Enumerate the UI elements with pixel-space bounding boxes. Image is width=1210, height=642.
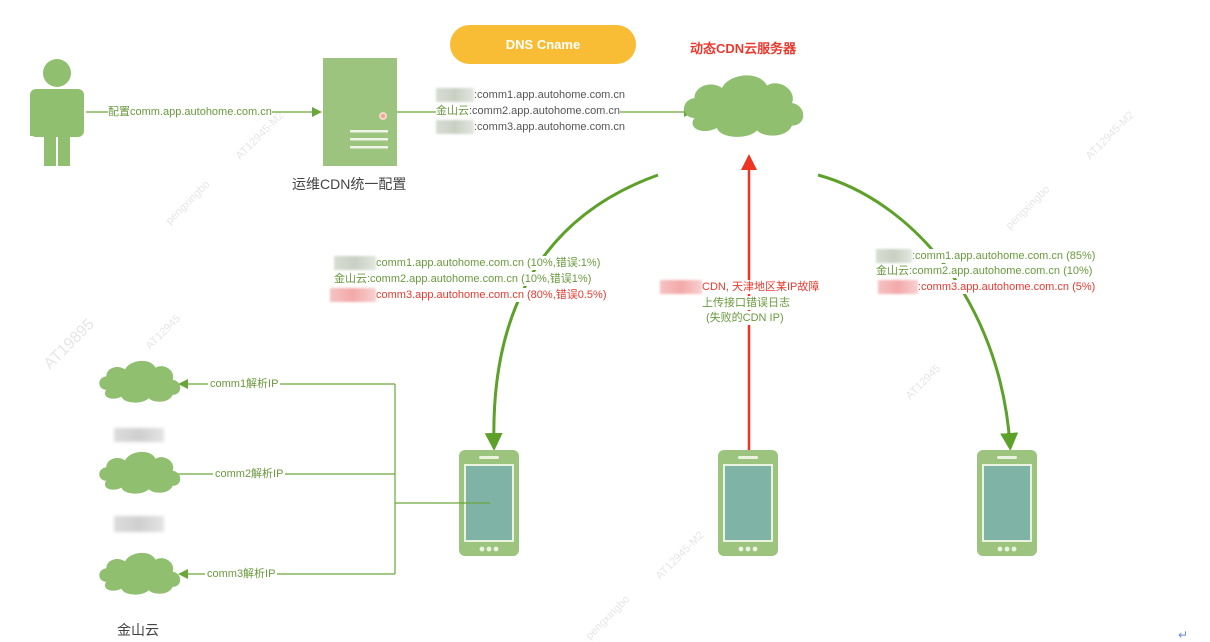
svg-text:AT19895: AT19895 xyxy=(41,316,98,373)
stat-item: xxcomm3.app.autohome.com.cn (80%,错误0.5%) xyxy=(330,288,607,302)
stat-item: 金山云:comm2.app.autohome.com.cn (10%,错误1%) xyxy=(334,272,592,286)
resolve-label-2: comm2解析IP xyxy=(213,467,286,481)
svg-text:AT12945-M2: AT12945-M2 xyxy=(1084,109,1137,162)
svg-text:pengxingbo: pengxingbo xyxy=(1004,183,1053,232)
phone-right-icon xyxy=(977,450,1037,556)
stat-item: xx:comm3.app.autohome.com.cn (5%) xyxy=(878,280,1096,294)
dns-cname-badge: DNS Cname xyxy=(450,25,636,64)
right-curved-arrow xyxy=(817,173,1019,451)
redacted-provider: xx xyxy=(876,249,912,263)
cloud-provider-1-icon xyxy=(99,360,181,403)
cname-mapping-item: 金山云:comm2.app.autohome.com.cn xyxy=(436,104,621,118)
cname-mapping-item: xx:comm3.app.autohome.com.cn xyxy=(436,120,626,134)
report-line-2: 上传接口错误日志 xyxy=(702,296,790,310)
svg-text:AT12945-M2: AT12945-M2 xyxy=(654,529,707,582)
report-line-1: xxCDN, 天津地区某IP故障 xyxy=(660,280,820,294)
resolve-label-1: comm1解析IP xyxy=(208,377,281,391)
stat-item: xxcomm1.app.autohome.com.cn (10%,错误:1%) xyxy=(334,256,601,270)
stat-item: xx:comm1.app.autohome.com.cn (85%) xyxy=(876,249,1096,263)
left-curved-arrow xyxy=(484,173,659,451)
redacted-provider: xx xyxy=(436,120,474,134)
provider-label-jinshan: 金山云 xyxy=(117,622,159,638)
svg-text:pengxingbo: pengxingbo xyxy=(164,178,213,227)
cdn-cloud-icon xyxy=(684,75,804,137)
redacted-provider: xx xyxy=(436,88,474,102)
redacted-provider: xx xyxy=(660,280,702,294)
redacted-provider: xx xyxy=(330,288,376,302)
person-icon xyxy=(30,59,84,166)
redacted-provider-label xyxy=(114,516,164,532)
svg-text:AT12945: AT12945 xyxy=(904,363,943,402)
svg-text:AT12945: AT12945 xyxy=(144,313,183,352)
cname-mapping-item: xx:comm1.app.autohome.com.cn xyxy=(436,88,626,102)
phone-middle-icon xyxy=(718,450,778,556)
redacted-provider: xx xyxy=(334,256,376,270)
cloud-provider-2-icon xyxy=(99,451,181,494)
redacted-provider: xx xyxy=(878,280,918,294)
watermark: AT12945-M2 pengxingbo AT12945-M2 pengxin… xyxy=(41,109,1137,642)
resolve-label-3: comm3解析IP xyxy=(205,567,278,581)
cloud-provider-3-icon xyxy=(99,552,181,595)
server-icon xyxy=(323,58,397,166)
cdn-server-title: 动态CDN云服务器 xyxy=(690,41,797,56)
report-line-3: (失败的CDN IP) xyxy=(706,311,784,325)
redacted-provider-label xyxy=(114,428,164,442)
ops-server-label: 运维CDN统一配置 xyxy=(292,176,407,192)
resolve-connector xyxy=(141,379,490,579)
config-label: 配置comm.app.autohome.com.cn xyxy=(108,105,272,119)
stat-item: 金山云:comm2.app.autohome.com.cn (10%) xyxy=(876,264,1093,278)
return-mark: ↵ xyxy=(1178,628,1189,642)
svg-text:pengxingbo: pengxingbo xyxy=(584,593,633,642)
